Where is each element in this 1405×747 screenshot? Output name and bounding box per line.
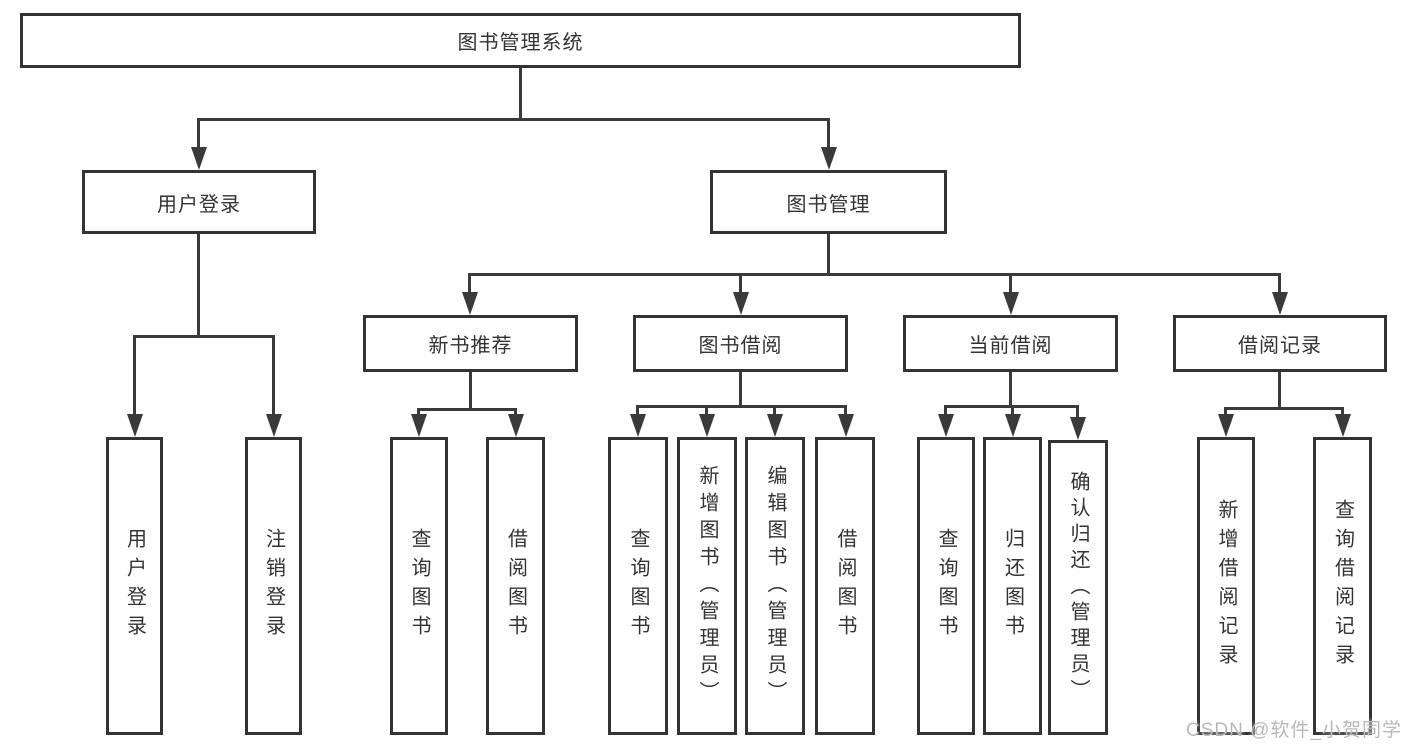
connector-hline [417,408,517,411]
connector-hline [1224,407,1344,410]
arrow-down-icon [1070,417,1086,440]
connector-vline [1278,372,1281,407]
leaf-current-query-label: 查询图书 [935,528,957,644]
node-new-books-label: 新书推荐 [428,335,513,357]
connector-vline [944,405,947,417]
node-new-books: 新书推荐 [363,315,578,372]
arrow-down-icon [508,414,524,437]
connector-vline [514,408,517,417]
leaf-borrow-query-label: 查询图书 [627,528,649,644]
arrow-down-icon [1218,414,1234,437]
leaf-current-return: 归还图书 [983,437,1042,735]
leaf-user-login: 用户登录 [106,437,163,735]
leaf-records-query: 查询借阅记录 [1313,437,1372,735]
node-user-login: 用户登录 [82,170,316,234]
arrow-down-icon [767,414,783,437]
node-user-login-label: 用户登录 [157,193,241,216]
connector-hline [133,335,275,338]
node-borrow-records-label: 借阅记录 [1238,335,1322,357]
watermark: CSDN @软件_小贺同学 [1186,720,1402,741]
connector-vline [827,118,830,150]
connector-vline [844,405,847,417]
arrow-down-icon [266,414,282,437]
node-book-borrow: 图书借阅 [633,315,848,372]
leaf-borrow-edit-admin-label: 编辑图书（管理员） [764,464,786,708]
leaf-newbooks-query: 查询图书 [390,437,448,735]
arrow-down-icon [1335,414,1351,437]
arrow-down-icon [1005,414,1021,437]
leaf-user-login-label: 用户登录 [123,528,146,644]
connector-vline [773,405,776,417]
arrow-down-icon [191,147,207,170]
leaf-current-query: 查询图书 [917,437,975,735]
arrow-down-icon [411,414,427,437]
connector-vline [1009,273,1012,295]
connector-vline [469,372,472,408]
node-root-label: 图书管理系统 [457,32,584,54]
leaf-newbooks-query-label: 查询图书 [408,528,430,644]
connector-vline [1341,407,1344,417]
connector-vline [705,405,708,417]
arrow-down-icon [838,414,854,437]
arrow-down-icon [462,292,478,315]
arrow-down-icon [1003,292,1019,315]
leaf-current-confirm-admin-label: 确认归还（管理员） [1067,470,1089,705]
node-book-borrow-label: 图书借阅 [698,335,783,357]
connector-vline [739,273,742,295]
connector-vline [197,118,200,150]
arrow-down-icon [630,414,646,437]
connector-vline [1278,273,1281,295]
leaf-borrow-add-admin-label: 新增图书（管理员） [696,464,718,708]
connector-vline [827,234,830,273]
connector-vline [739,372,742,405]
connector-vline [272,335,275,415]
arrow-down-icon [821,147,837,170]
leaf-borrow-query: 查询图书 [608,437,668,735]
leaf-borrow-book: 借阅图书 [815,437,875,735]
leaf-newbooks-borrow: 借阅图书 [486,437,545,735]
node-book-management-label: 图书管理 [786,193,871,216]
leaf-logout-label: 注销登录 [262,528,285,644]
connector-vline [636,405,639,417]
node-root: 图书管理系统 [20,13,1021,68]
leaf-records-add-label: 新增借阅记录 [1215,499,1237,673]
connector-vline [1224,407,1227,417]
node-borrow-records: 借阅记录 [1173,315,1387,372]
connector-vline [1011,405,1014,417]
leaf-current-return-label: 归还图书 [1001,528,1024,644]
arrow-down-icon [938,414,954,437]
leaf-logout: 注销登录 [245,437,302,735]
leaf-current-confirm-admin: 确认归还（管理员） [1048,440,1108,735]
connector-hline [636,405,847,408]
connector-vline [197,234,200,335]
leaf-newbooks-borrow-label: 借阅图书 [504,528,527,644]
leaf-borrow-add-admin: 新增图书（管理员） [677,437,737,735]
connector-vline [1076,405,1079,417]
connector-vline [519,68,522,118]
arrow-down-icon [1272,292,1288,315]
node-current-borrow: 当前借阅 [903,315,1118,372]
node-current-borrow-label: 当前借阅 [968,335,1053,357]
leaf-records-add: 新增借阅记录 [1197,437,1255,735]
connector-vline [1009,372,1012,405]
connector-vline [417,408,420,417]
arrow-down-icon [733,292,749,315]
arrow-down-icon [699,414,715,437]
leaf-records-query-label: 查询借阅记录 [1331,499,1354,673]
arrow-down-icon [127,414,143,437]
leaf-borrow-edit-admin: 编辑图书（管理员） [745,437,805,735]
connector-hline [197,118,830,121]
connector-vline [133,335,136,415]
connector-hline [468,273,1281,276]
connector-vline [468,273,471,295]
leaf-borrow-book-label: 借阅图书 [834,528,856,644]
node-book-management: 图书管理 [710,170,947,234]
